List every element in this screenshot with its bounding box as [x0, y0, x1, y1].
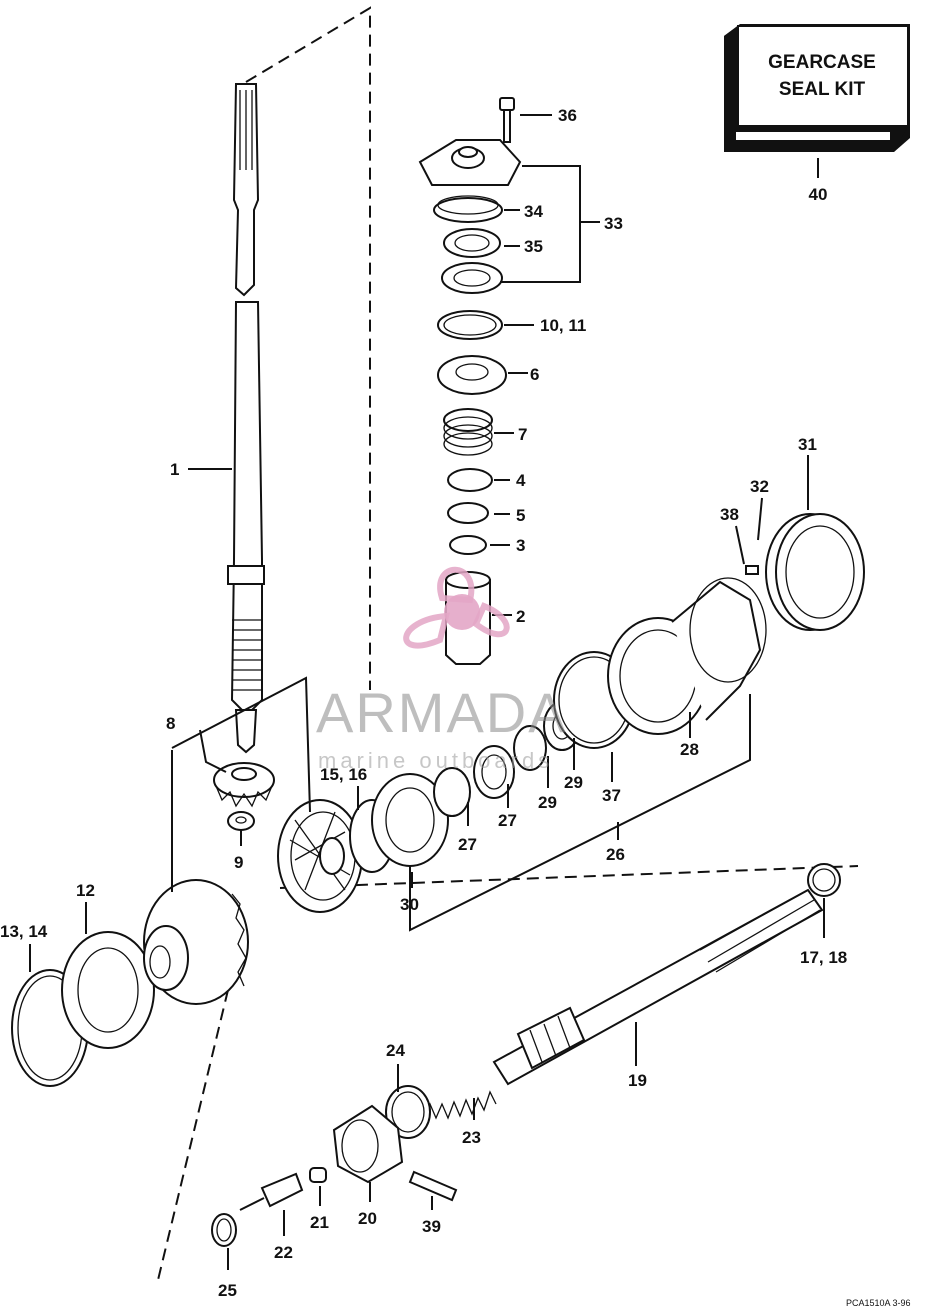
pump-housing-column	[418, 97, 522, 665]
label-30: 30	[400, 895, 419, 914]
label-1: 1	[170, 460, 179, 479]
label-9: 9	[234, 853, 243, 872]
label-29b: 29	[564, 773, 583, 792]
label-38: 38	[720, 505, 739, 524]
assembly-dashed-lines	[157, 6, 859, 1281]
cross-pin-39	[408, 1170, 458, 1202]
bearing-30	[349, 773, 449, 873]
label-6: 6	[530, 365, 539, 384]
retaining-ring-25	[211, 1213, 237, 1247]
label-20: 20	[358, 1209, 377, 1228]
forward-gear-12	[11, 879, 249, 1087]
label-29a: 29	[538, 793, 557, 812]
label-33: 33	[604, 214, 623, 233]
label-15-16: 15, 16	[320, 765, 367, 784]
label-13-14: 13, 14	[0, 922, 48, 941]
propeller-logo-icon	[403, 566, 510, 649]
label-7: 7	[518, 425, 527, 444]
label-31: 31	[798, 435, 817, 454]
nut-9	[227, 811, 255, 831]
needle-bearings-27	[433, 745, 515, 817]
label-27a: 27	[458, 835, 477, 854]
label-24: 24	[386, 1041, 405, 1060]
retainer-31-32	[745, 513, 865, 631]
label-27b: 27	[498, 811, 517, 830]
drive-shaft-1	[227, 83, 265, 754]
label-40: 40	[809, 185, 828, 204]
label-4: 4	[516, 471, 526, 490]
part-labels: 40 36 33 34 35 10, 11 6 7 4 5 3 2 1 8 9 …	[0, 106, 911, 1308]
reference-code: PCA1510A 3-96	[846, 1298, 911, 1308]
label-21: 21	[310, 1213, 329, 1232]
cross-pin-ring-24	[385, 1085, 431, 1139]
armada-watermark: ARMADA marine outboards	[316, 566, 568, 773]
label-5: 5	[516, 506, 525, 525]
leader-lines	[29, 114, 825, 1270]
label-12: 12	[76, 881, 95, 900]
propeller-shaft-19	[492, 863, 841, 1086]
detent-pin-21	[309, 1167, 327, 1183]
kit-line1: GEARCASE	[768, 52, 876, 73]
watermark-brand: ARMADA	[316, 681, 568, 744]
label-34: 34	[524, 202, 543, 221]
label-19: 19	[628, 1071, 647, 1090]
label-37: 37	[602, 786, 621, 805]
spring-23	[423, 1090, 497, 1120]
label-8: 8	[166, 714, 175, 733]
label-23: 23	[462, 1128, 481, 1147]
label-2: 2	[516, 607, 525, 626]
cam-follower-22	[239, 1172, 304, 1211]
watermark-tagline: marine outboards	[318, 748, 553, 773]
pinion-gear-8	[213, 762, 275, 808]
label-35: 35	[524, 237, 543, 256]
gearcase-seal-kit-box: GEARCASE SEAL KIT	[724, 24, 910, 152]
label-28: 28	[680, 740, 699, 759]
label-22: 22	[274, 1243, 293, 1262]
label-36: 36	[558, 106, 577, 125]
kit-line2: SEAL KIT	[779, 79, 866, 100]
reverse-gear-15-16	[277, 799, 363, 913]
label-32: 32	[750, 477, 769, 496]
label-10-11: 10, 11	[540, 316, 586, 335]
label-3: 3	[516, 536, 525, 555]
label-25: 25	[218, 1281, 237, 1300]
label-17-18: 17, 18	[800, 948, 847, 967]
clutch-dog-20	[332, 1104, 404, 1184]
label-39: 39	[422, 1217, 441, 1236]
label-26: 26	[606, 845, 625, 864]
bearing-carrier-28	[607, 577, 767, 735]
